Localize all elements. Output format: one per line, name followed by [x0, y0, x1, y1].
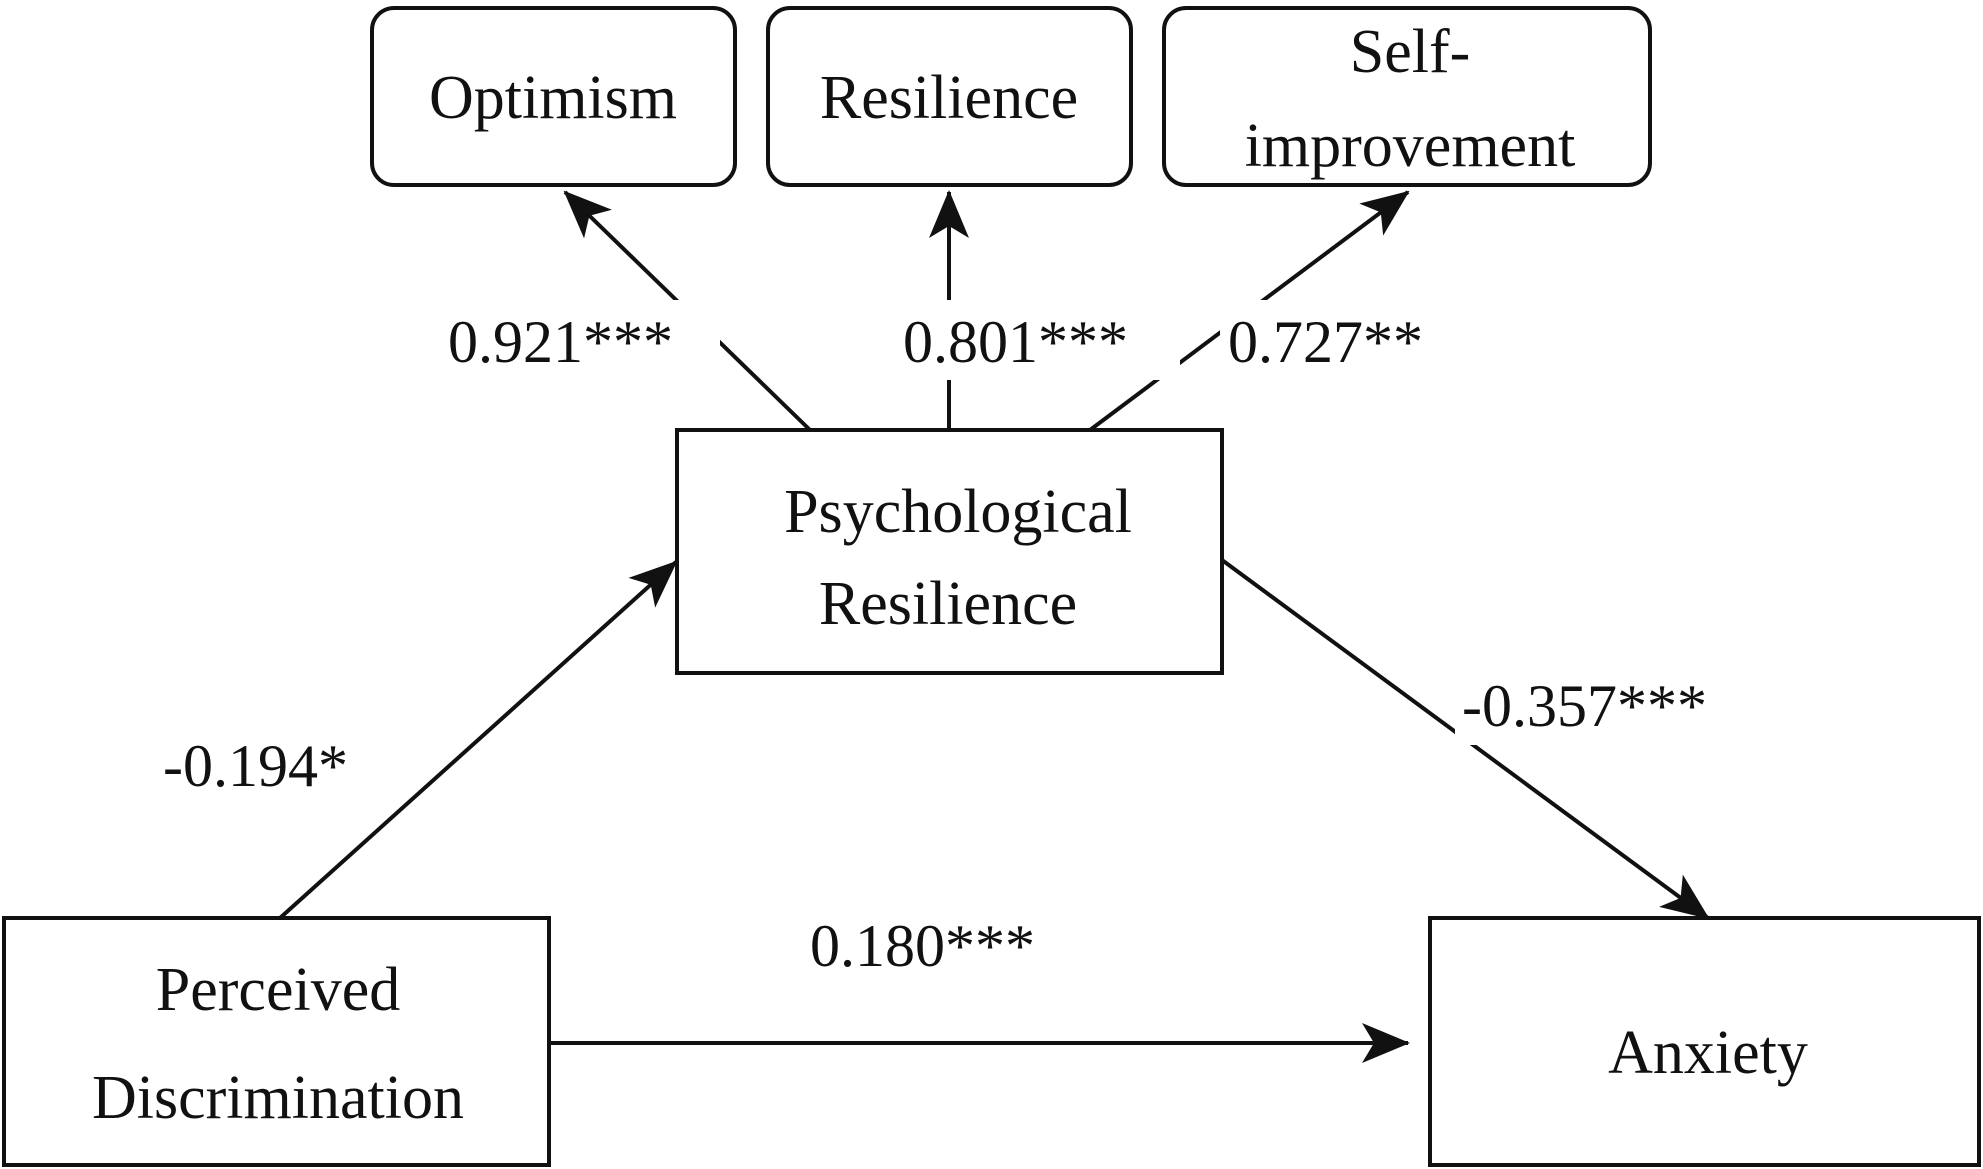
label-backing: [1220, 300, 1460, 380]
coef-pr-to-anxiety: -0.357***: [1462, 673, 1707, 739]
anxiety-label: Anxiety: [1608, 1019, 1808, 1087]
coef-resilience: 0.801***: [903, 309, 1128, 375]
label-backing: [1455, 665, 1755, 745]
optimism-box: [370, 6, 737, 187]
coef-self-improvement: 0.727**: [1228, 309, 1423, 375]
self-improvement-label-line1: Self-: [1350, 18, 1471, 86]
optimism-label: Optimism: [429, 64, 677, 132]
resilience-box: [766, 6, 1133, 187]
self-improvement-box: [1162, 6, 1652, 187]
psychological-resilience-label-line2: Resilience: [819, 570, 1077, 638]
coef-optimism: 0.921***: [448, 309, 673, 375]
coef-pd-to-pr: -0.194*: [163, 733, 348, 799]
perceived-discrimination-label-line1: Perceived: [156, 956, 400, 1024]
arrow-pd-to-pr: [278, 560, 678, 920]
label-backing: [440, 300, 720, 380]
resilience-label: Resilience: [820, 64, 1078, 132]
coef-pd-to-anxiety: 0.180***: [810, 913, 1035, 979]
label-backing: [900, 300, 1180, 380]
psychological-resilience-label-line1: Psychological: [784, 478, 1132, 546]
perceived-discrimination-label-line2: Discrimination: [92, 1064, 464, 1132]
self-improvement-label-line2: improvement: [1245, 112, 1576, 180]
